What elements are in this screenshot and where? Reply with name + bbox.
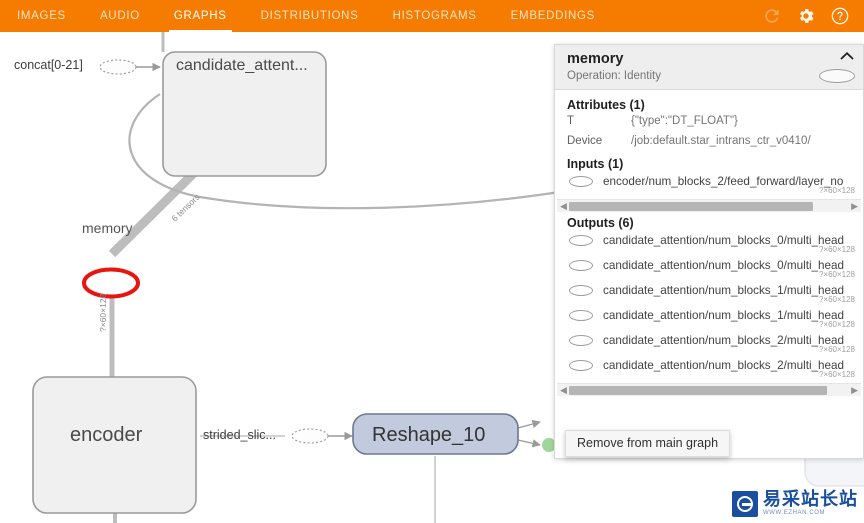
input-name: encoder/num_blocks_2/feed_forward/layer_… [603, 175, 844, 188]
tab-graphs-label: GRAPHS [173, 10, 227, 22]
tab-histograms[interactable]: HISTOGRAMS [376, 0, 494, 32]
output-shape: ?×60×128 [818, 345, 855, 354]
outputs-hscrollbar[interactable]: ◀ ▶ [557, 383, 861, 396]
output-shape: ?×60×128 [818, 245, 855, 254]
tab-histograms-label: HISTOGRAMS [392, 10, 477, 22]
output-shape: ?×60×128 [818, 370, 855, 379]
panel-title: memory [567, 51, 624, 67]
output-row[interactable]: candidate_attention/num_blocks_1/multi_h… [555, 307, 863, 332]
outputs-heading: Outputs (6) [567, 216, 634, 230]
toolbar-icon-group [762, 6, 864, 26]
tab-embeddings-label: EMBEDDINGS [510, 10, 595, 22]
tensor-glyph-icon [569, 360, 593, 371]
top-toolbar: IMAGES AUDIO GRAPHS DISTRIBUTIONS HISTOG… [0, 0, 864, 32]
output-name: candidate_attention/num_blocks_2/multi_h… [603, 334, 845, 347]
tab-audio-label: AUDIO [99, 10, 140, 22]
panel-operation: Operation: Identity [567, 70, 661, 82]
scroll-left-arrow-inputs[interactable]: ◀ [560, 201, 567, 211]
outputs-scroll-thumb[interactable] [569, 386, 827, 395]
output-shape: ?×60×128 [818, 295, 855, 304]
tab-distributions[interactable]: DISTRIBUTIONS [244, 0, 376, 32]
tab-images-label: IMAGES [17, 10, 66, 22]
attribute-row-device: Device /job:default.star_intrans_ctr_v04… [555, 134, 863, 149]
attributes-heading: Attributes (1) [567, 98, 645, 112]
tab-embeddings[interactable]: EMBEDDINGS [494, 0, 612, 32]
chevron-up-icon[interactable] [840, 51, 854, 61]
output-name: candidate_attention/num_blocks_2/multi_h… [603, 359, 845, 372]
tensor-glyph-icon [569, 176, 593, 187]
output-row[interactable]: candidate_attention/num_blocks_1/multi_h… [555, 282, 863, 307]
output-row[interactable]: candidate_attention/num_blocks_0/multi_h… [555, 257, 863, 282]
input-row[interactable]: encoder/num_blocks_2/feed_forward/layer_… [555, 173, 863, 198]
output-row[interactable]: candidate_attention/num_blocks_2/multi_h… [555, 357, 863, 382]
panel-body: Attributes (1) T {"type":"DT_FLOAT"} Dev… [555, 90, 863, 396]
node-info-panel: memory Operation: Identity Attributes (1… [554, 44, 864, 459]
inputs-heading: Inputs (1) [567, 157, 624, 171]
tensor-glyph-icon [569, 235, 593, 246]
attribute-value-t: {"type":"DT_FLOAT"} [631, 115, 738, 127]
input-shape: ?×60×128 [818, 186, 855, 195]
tensor-glyph-icon [569, 260, 593, 271]
output-shape: ?×60×128 [818, 270, 855, 279]
node-glyph-icon [819, 69, 855, 83]
tab-distributions-label: DISTRIBUTIONS [260, 10, 359, 22]
output-name: candidate_attention/num_blocks_1/multi_h… [603, 309, 845, 322]
attribute-row-t: T {"type":"DT_FLOAT"} [555, 114, 863, 129]
tab-images[interactable]: IMAGES [0, 0, 83, 32]
output-name: candidate_attention/num_blocks_1/multi_h… [603, 284, 845, 297]
tensor-glyph-icon [569, 285, 593, 296]
tab-graphs[interactable]: GRAPHS [157, 0, 244, 32]
tensor-glyph-icon [569, 310, 593, 321]
gear-icon[interactable] [796, 6, 816, 26]
attribute-value-device: /job:default.star_intrans_ctr_v0410/repl… [631, 135, 811, 147]
scroll-right-arrow-inputs[interactable]: ▶ [851, 201, 858, 211]
help-icon[interactable] [830, 6, 850, 26]
scroll-right-arrow-outputs[interactable]: ▶ [851, 385, 858, 395]
output-row[interactable]: candidate_attention/num_blocks_0/multi_h… [555, 232, 863, 257]
attribute-key-device: Device [567, 135, 603, 147]
output-row[interactable]: candidate_attention/num_blocks_2/multi_h… [555, 332, 863, 357]
refresh-icon[interactable] [762, 6, 782, 26]
scroll-left-arrow-outputs[interactable]: ◀ [560, 385, 567, 395]
attribute-key-t: T [567, 115, 575, 127]
context-menu-item-remove-from-main-graph[interactable]: Remove from main graph [577, 436, 719, 450]
tab-audio[interactable]: AUDIO [83, 0, 157, 32]
tab-bar: IMAGES AUDIO GRAPHS DISTRIBUTIONS HISTOG… [0, 0, 612, 32]
output-name: candidate_attention/num_blocks_0/multi_h… [603, 259, 845, 272]
output-name: candidate_attention/num_blocks_0/multi_h… [603, 234, 845, 247]
output-shape: ?×60×128 [818, 320, 855, 329]
inputs-scroll-thumb[interactable] [569, 202, 813, 211]
tensor-glyph-icon [569, 335, 593, 346]
inputs-hscrollbar[interactable]: ◀ ▶ [557, 199, 861, 212]
svg-text:?×60×128: ?×60×128 [98, 293, 108, 332]
context-menu[interactable]: Remove from main graph [565, 430, 731, 457]
panel-header: memory Operation: Identity [555, 45, 863, 90]
graph-edges: 6 tensors ?×60×128 5 [32, 32, 864, 523]
